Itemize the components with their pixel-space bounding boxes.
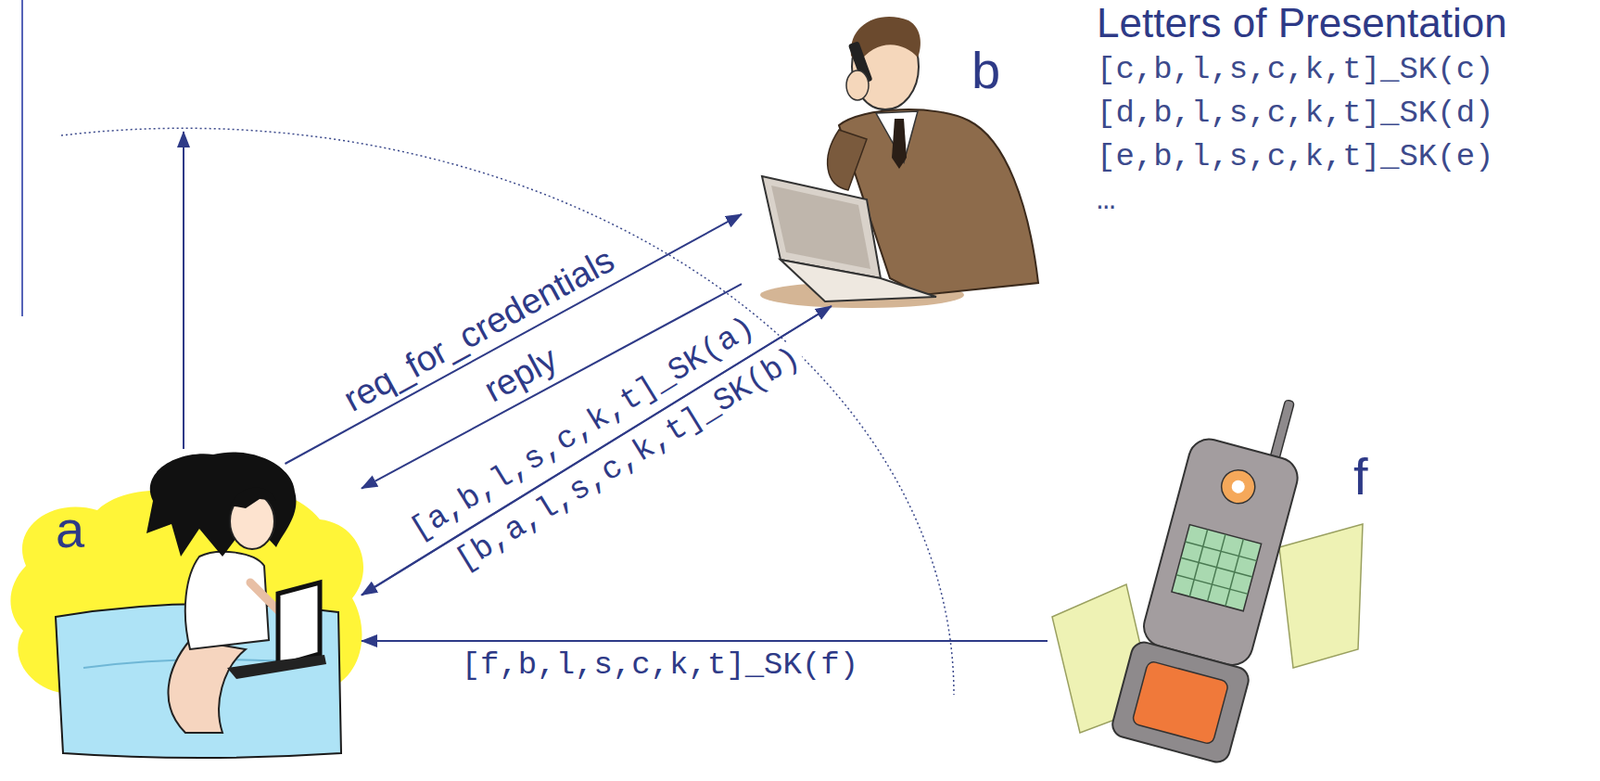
message-label: [f,b,l,s,c,k,t]_SK(f) [457,647,863,683]
man-figure [760,16,1039,308]
actor-letter: b [971,41,1001,100]
range-arrow [182,131,185,449]
man-hand [846,70,869,101]
actor-node: f [1047,393,1400,770]
phone-flip [1109,638,1252,764]
actor-node: a [27,463,362,751]
keypad-grid [1171,524,1262,611]
laptop-screen [761,176,881,279]
phone-speaker [1218,466,1259,508]
laptop-keyboard [780,259,937,302]
man-arm [827,129,867,191]
phone-body [1139,434,1302,670]
girl-hair [146,451,296,557]
laptop-screen [278,582,320,666]
range-arc [61,127,954,695]
flip-phone [1109,377,1321,764]
girl-legs [167,639,246,733]
man-tie [891,118,907,169]
phone-figure [1052,377,1363,764]
actor-letter: a [55,500,85,559]
girl-bangs [229,487,277,508]
actor-letter: f [1353,447,1369,506]
laptop-base [227,654,327,679]
laptop-panel [771,185,871,269]
letter-entry: [e,b,l,s,c,k,t]_SK(e) [1096,139,1494,176]
phone-keypad [1171,524,1262,611]
margin-rule [21,0,24,317]
letter-entry: [c,b,l,s,c,k,t]_SK(c) [1096,51,1494,89]
message-label: req_for_credentials [333,239,624,421]
girl-shirt [185,551,269,649]
panel-title: Letters of Presentation [1096,1,1508,45]
actor-node: b [741,13,1048,306]
girl-figure [10,451,364,758]
letter-entry: [d,b,l,s,c,k,t]_SK(d) [1096,95,1494,132]
message-arrow [361,639,1048,642]
message-label: reply [474,338,567,413]
paper-sheet [1279,523,1363,668]
phone-display [1131,660,1230,745]
letter-entry: … [1096,182,1116,219]
phone-speaker-dot [1230,478,1246,495]
